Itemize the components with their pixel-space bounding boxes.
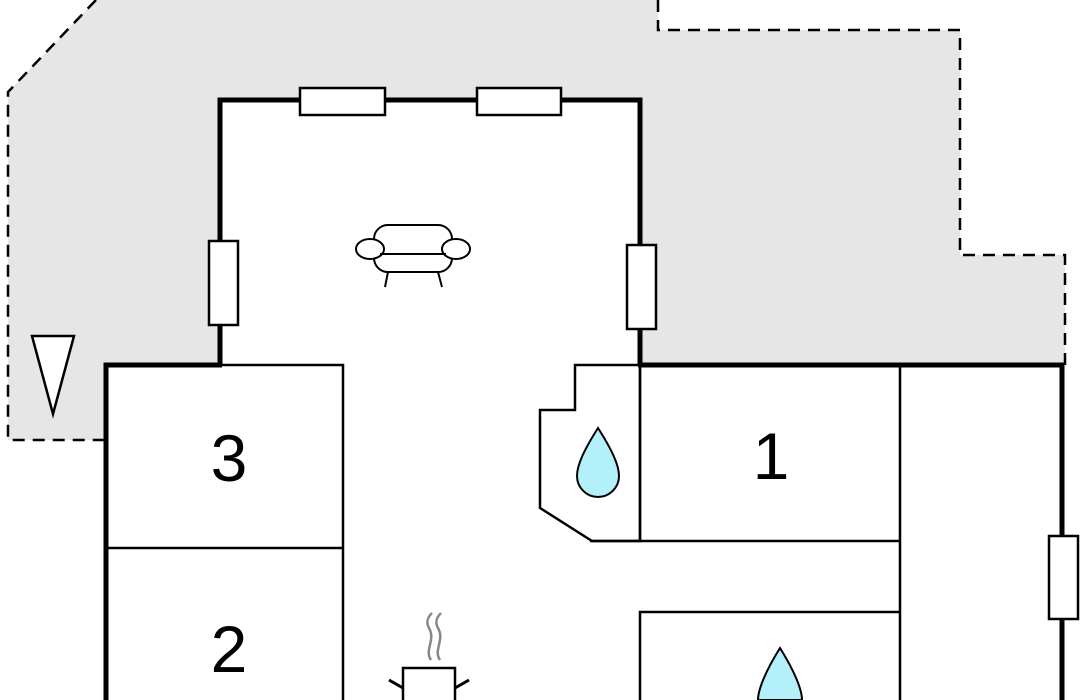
exterior-wall-left — [103, 362, 222, 700]
room-label-1: 1 — [753, 419, 790, 493]
sofa-icon — [355, 224, 471, 288]
room-label-2: 2 — [211, 612, 248, 686]
bathroom-wall — [538, 363, 642, 543]
room-label-3: 3 — [211, 421, 248, 495]
exterior-wall-living — [217, 97, 643, 365]
outdoor-boundary-dashed — [6, 0, 105, 442]
window-top-right — [475, 86, 563, 117]
water-drop-icon — [575, 426, 621, 498]
windows — [207, 86, 1080, 621]
terrace-boundary-dashed — [656, 0, 1067, 365]
window-living-right — [625, 243, 658, 331]
window-east — [1047, 534, 1080, 621]
exterior-wall-right — [638, 362, 1065, 700]
interior-walls — [106, 363, 902, 700]
window-top-left — [298, 86, 387, 117]
cooking-pot-icon — [388, 612, 470, 700]
outdoor-area — [8, 0, 1065, 440]
water-drop-icon — [756, 646, 804, 700]
entrance-triangle-icon — [30, 334, 76, 419]
window-living-left — [207, 239, 240, 327]
